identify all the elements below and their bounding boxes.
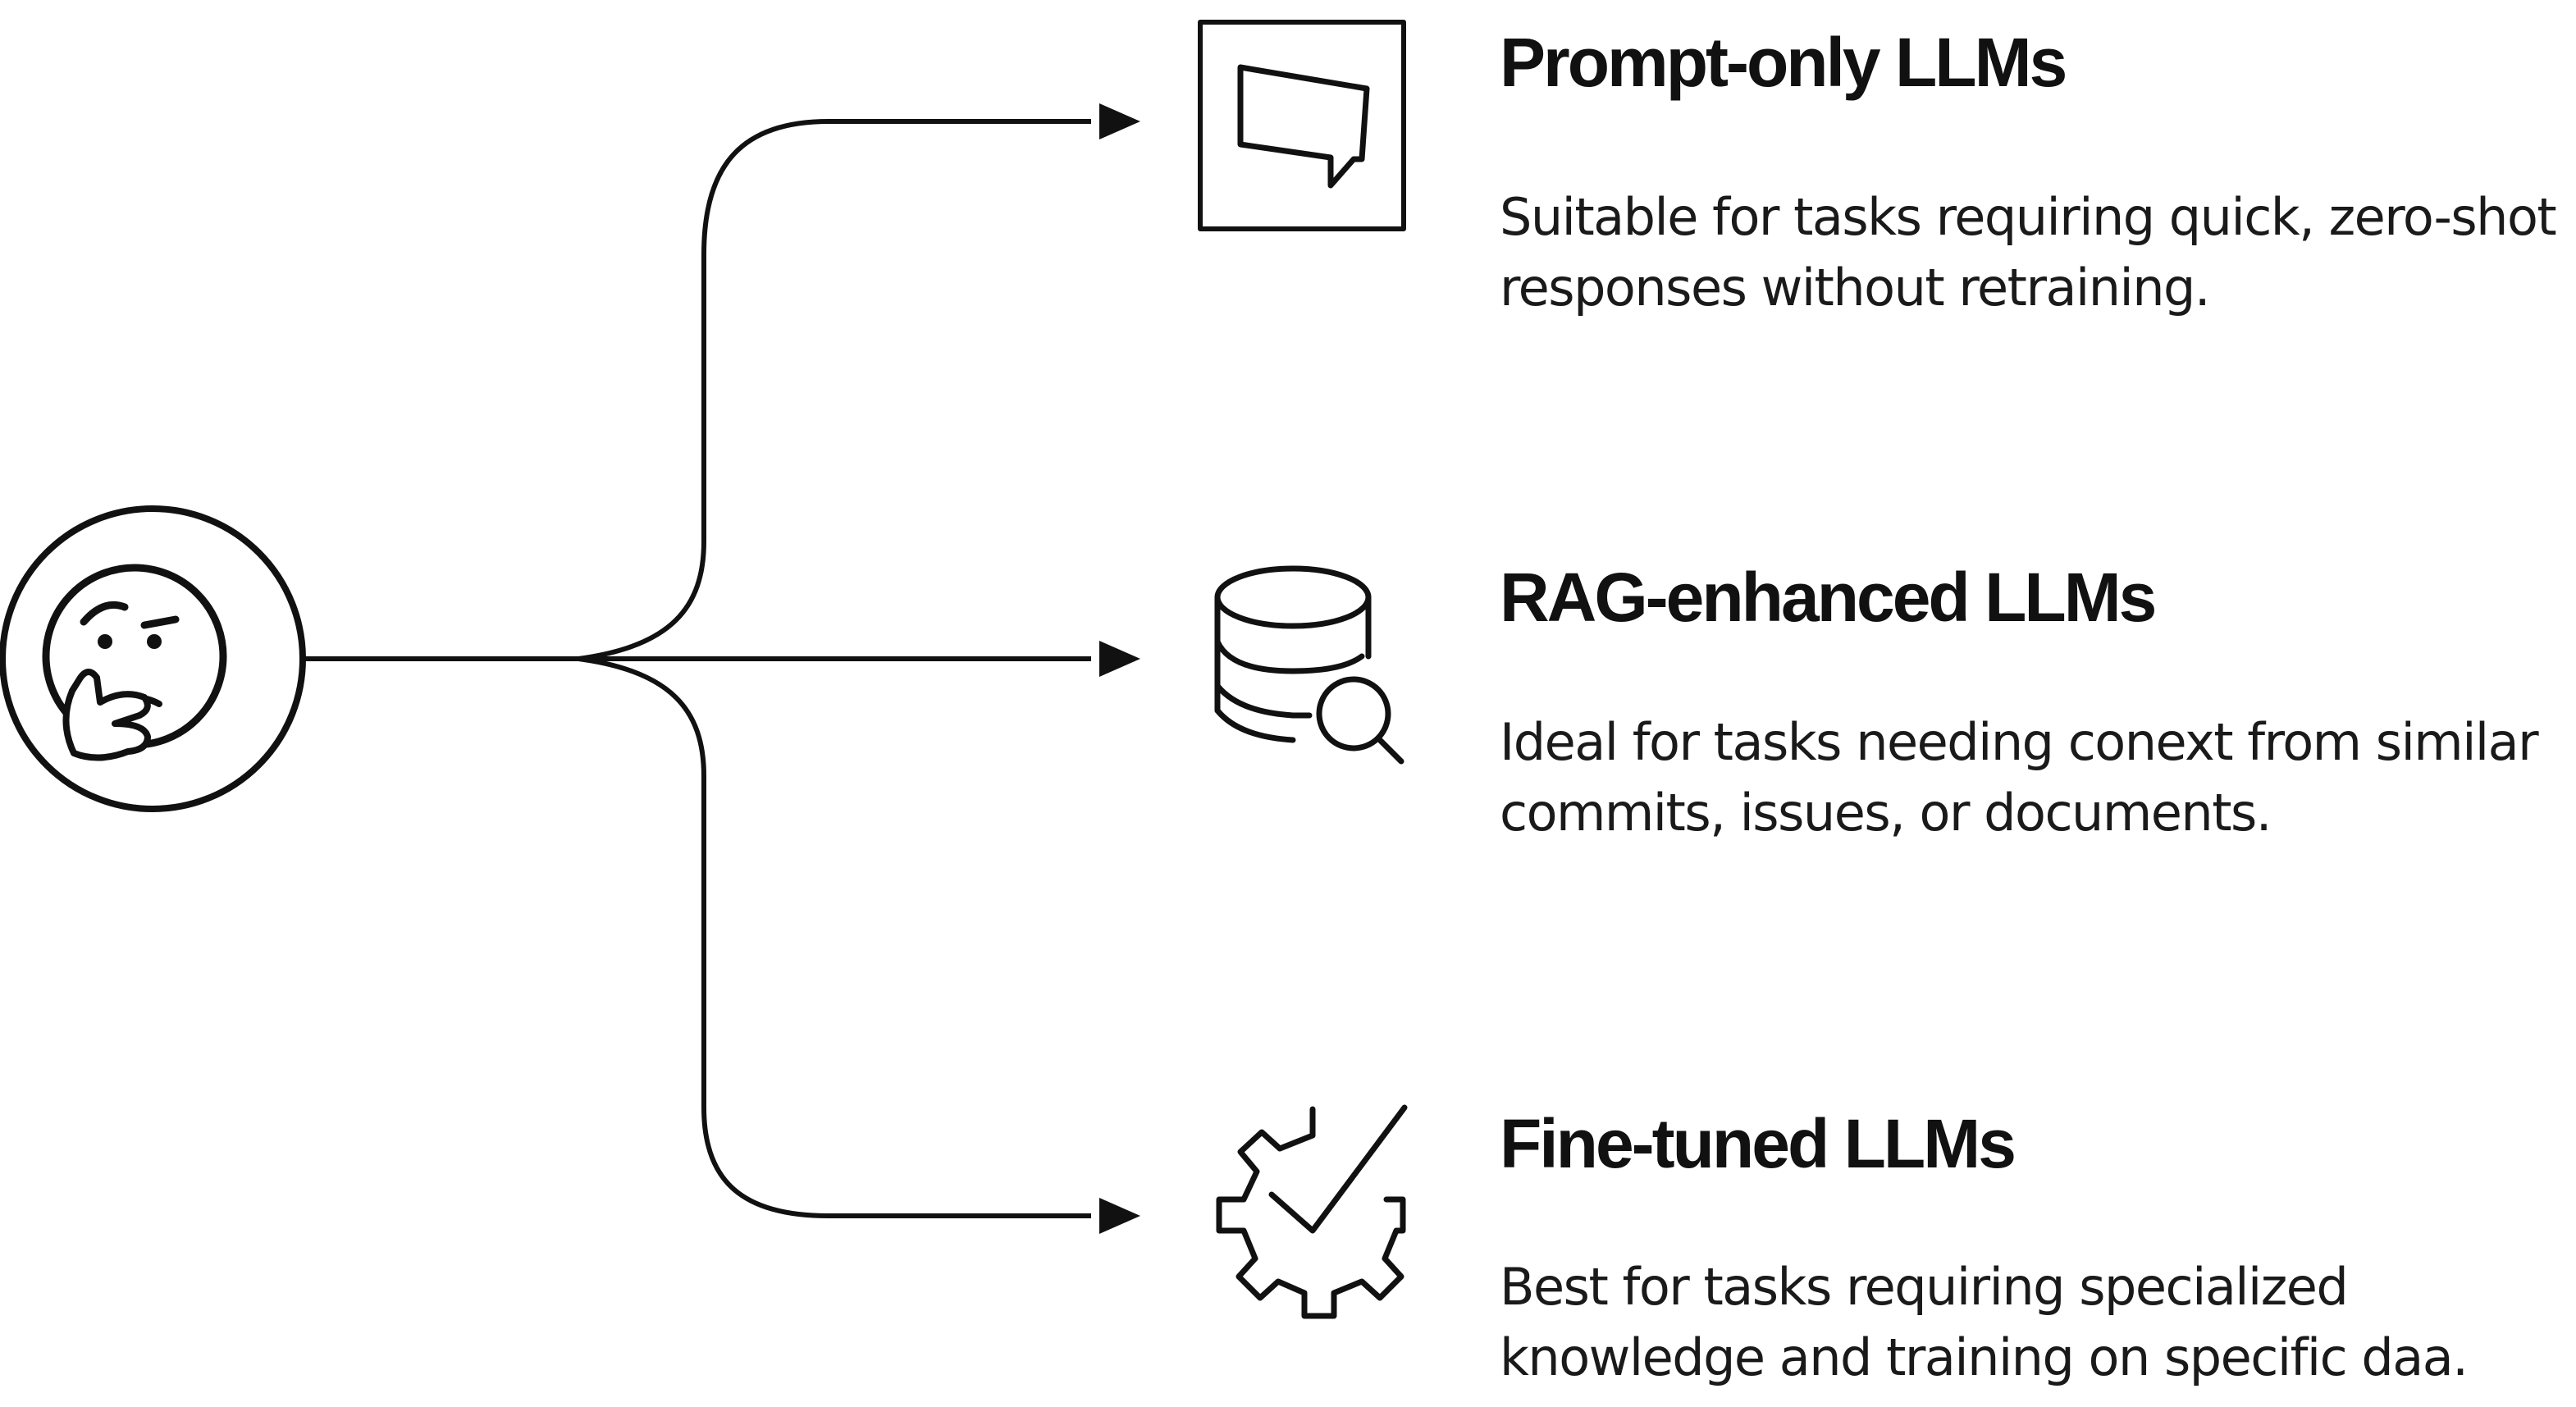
rag-enhanced-description: Ideal for tasks needing conext from simi… bbox=[1500, 712, 2539, 843]
gear-check-icon bbox=[1216, 1104, 1408, 1319]
arrowheads bbox=[1099, 103, 1140, 1234]
database-search-icon bbox=[1214, 565, 1404, 765]
chat-bubble-icon bbox=[1198, 20, 1406, 231]
prompt-only-description: Suitable for tasks requiring quick, zero… bbox=[1500, 187, 2557, 317]
prompt-only-title: Prompt-only LLMs bbox=[1500, 24, 2067, 101]
branch-bottom-line bbox=[578, 656, 1091, 1218]
branch-top-line bbox=[578, 119, 1091, 661]
fine-tuned-description: Best for tasks requiring specialized kno… bbox=[1500, 1257, 2469, 1387]
arrowhead-bottom bbox=[1099, 1198, 1140, 1234]
rag-enhanced-title: RAG-enhanced LLMs bbox=[1500, 559, 2157, 636]
arrowhead-top bbox=[1099, 103, 1140, 139]
thinking-face-icon bbox=[0, 505, 306, 812]
connector-lines bbox=[304, 119, 1091, 1218]
arrowhead-middle bbox=[1099, 641, 1140, 677]
fine-tuned-title: Fine-tuned LLMs bbox=[1500, 1105, 2016, 1182]
